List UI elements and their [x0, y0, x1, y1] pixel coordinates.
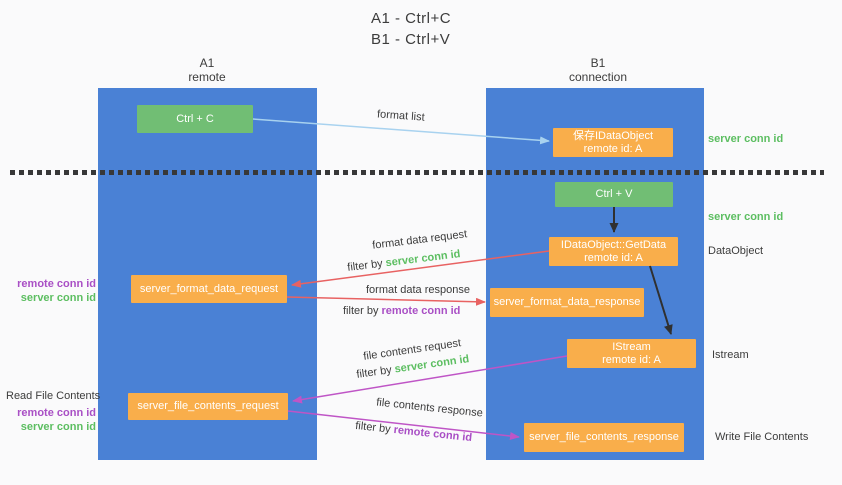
remote-conn-id-text: remote conn id [381, 305, 461, 317]
right-label-istream: Istream [712, 349, 749, 361]
server-conn-id-text: server conn id [384, 248, 462, 270]
right-label-write-file-contents: Write File Contents [715, 431, 809, 443]
node-server-format-data-response: server_format_data_response [490, 288, 644, 317]
node-server-file-contents-response: server_file_contents_response [524, 423, 684, 452]
node-ctrl-v-label: Ctrl + V [595, 188, 633, 200]
diagram-title: A1 - Ctrl+C B1 - Ctrl+V [371, 8, 451, 50]
node-ctrl-c: Ctrl + C [137, 105, 253, 133]
left-label-server-conn-id-1: server conn id [20, 292, 96, 304]
left-label-remote-conn-id-2: remote conn id [17, 407, 96, 419]
lane-a-header: A1 remote [147, 56, 267, 84]
right-label-server-conn-id-2: server conn id [708, 211, 784, 223]
node-ctrl-c-label: Ctrl + C [176, 112, 214, 125]
lane-b-header: B1 connection [538, 56, 658, 84]
node-save-idataobject-remote-id: remote id: A [583, 142, 643, 155]
label-format-data-response: format data response [366, 284, 470, 296]
title-line-ctrl-c: A1 - Ctrl+C [371, 10, 452, 27]
lane-b-name: B1 [590, 56, 606, 70]
lane-b-role: connection [568, 70, 628, 84]
right-label-server-conn-id-1: server conn id [708, 133, 784, 145]
left-label-read-file-contents: Read File Contents [6, 390, 101, 402]
filter-by-text: filter by [346, 257, 384, 274]
lane-a-name: A1 [199, 56, 215, 70]
node-save-idataobject-title: 保存IDataObject [572, 129, 654, 142]
node-save-idataobject: 保存IDataObject remote id: A [553, 128, 673, 157]
node-ctrl-v: Ctrl + V [555, 182, 673, 207]
right-label-dataobject: DataObject [708, 245, 764, 257]
label-file-contents-response-text: file contents response [375, 396, 484, 420]
label-filter-by-remote-conn-id-2: filter by remote conn id [355, 420, 473, 444]
node-format-request-label: server_format_data_request [139, 282, 279, 295]
title-line-ctrl-v: B1 - Ctrl+V [371, 31, 451, 48]
node-format-response-label: server_format_data_response [493, 296, 641, 308]
remote-conn-id-text: remote conn id [393, 423, 473, 445]
node-server-file-contents-request: server_file_contents_request [128, 393, 288, 420]
filter-by-text: filter by [343, 305, 379, 317]
label-format-list: format list [377, 108, 425, 123]
left-label-remote-conn-id-1: remote conn id [17, 278, 96, 290]
label-filter-by-server-conn-id-1: filter by server conn id [347, 248, 461, 274]
left-label-server-conn-id-2: server conn id [20, 421, 96, 433]
label-format-data-response-text: format data response [366, 284, 470, 296]
node-istream-title: IStream [612, 340, 651, 353]
filter-by-text: filter by [354, 419, 392, 436]
node-getdata-remote-id: remote id: A [584, 251, 643, 264]
label-file-contents-response: file contents response [376, 396, 484, 419]
label-format-list-text: format list [376, 108, 426, 124]
node-istream-remote-id: remote id: A [602, 353, 661, 366]
dotted-divider [10, 170, 824, 175]
node-idataobject-getdata: IDataObject::GetData remote id: A [549, 237, 678, 266]
node-istream: IStream remote id: A [567, 339, 696, 368]
filter-by-text: filter by [355, 364, 393, 381]
node-server-format-data-request: server_format_data_request [131, 275, 287, 303]
node-file-response-label: server_file_contents_response [529, 431, 679, 443]
label-filter-by-remote-conn-id-1: filter by remote conn id [343, 305, 460, 317]
node-getdata-title: IDataObject::GetData [560, 238, 667, 251]
lane-a-role: remote [188, 70, 226, 84]
node-file-request-label: server_file_contents_request [137, 400, 279, 412]
